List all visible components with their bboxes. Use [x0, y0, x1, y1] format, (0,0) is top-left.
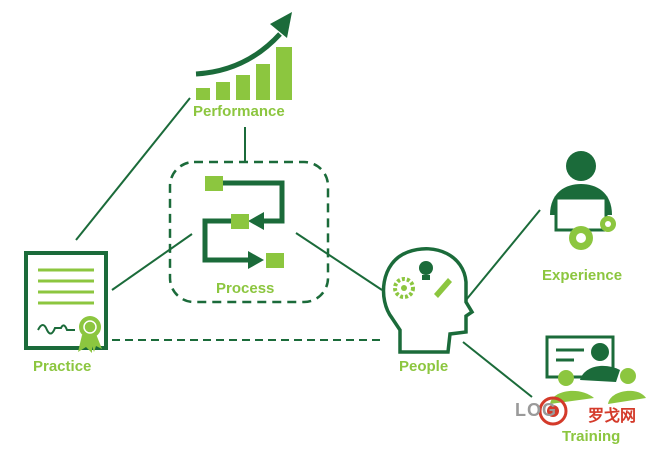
connector-people-training — [462, 341, 533, 398]
watermark-logo — [538, 396, 568, 426]
practice-label: Practice — [33, 358, 92, 375]
experience-label: Experience — [542, 267, 623, 284]
person-at-laptop-icon — [550, 151, 616, 250]
watermark-latin-text: LOG — [515, 400, 557, 420]
connector-process-people — [295, 232, 383, 291]
performance-label: Performance — [193, 103, 285, 120]
connector-performance-practice — [75, 97, 191, 241]
connectors — [75, 97, 541, 398]
watermark-cjk-text: 罗戈网 — [588, 408, 637, 425]
growth-bar-chart-icon — [195, 12, 292, 100]
people-label: People — [399, 358, 449, 375]
head-with-ideas-icon — [381, 247, 475, 354]
connector-practice-process — [111, 233, 193, 291]
presentation-training-icon — [545, 335, 646, 404]
process-label: Process — [216, 280, 275, 297]
certificate-icon — [24, 251, 108, 353]
training-label: Training — [562, 428, 621, 445]
connector-people-experience — [465, 209, 541, 301]
process-flow-icon — [168, 160, 330, 304]
